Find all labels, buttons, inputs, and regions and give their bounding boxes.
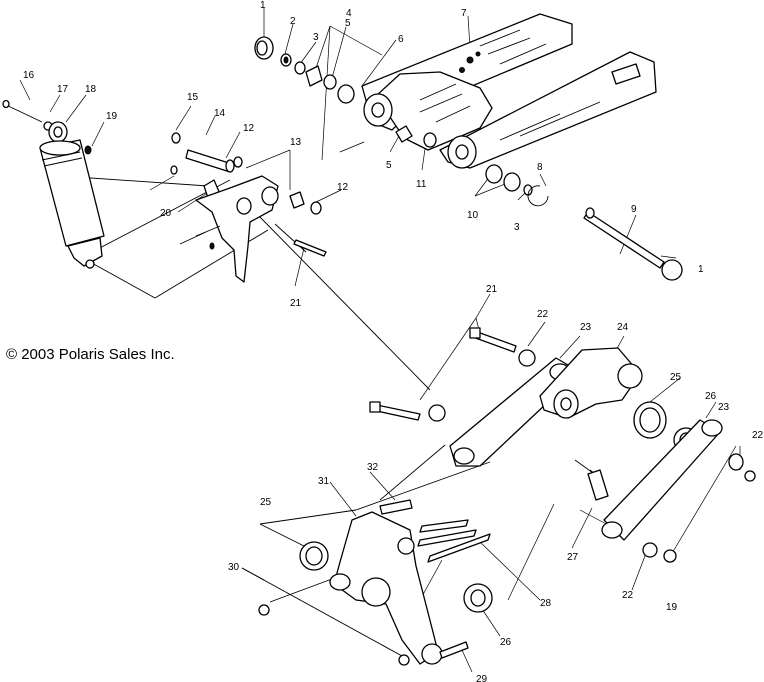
- callout-19-left: 19: [106, 111, 118, 122]
- callout-15: 15: [187, 92, 199, 103]
- callout-12-mid: 12: [337, 182, 349, 193]
- callout-12-top: 12: [243, 123, 255, 134]
- callout-16: 16: [23, 70, 35, 81]
- callout-26-lower: 26: [500, 637, 512, 648]
- callout-1-right: 1: [698, 264, 704, 275]
- callout-30: 30: [228, 562, 240, 573]
- callout-23-top: 23: [580, 322, 592, 333]
- callout-3-top: 3: [313, 32, 319, 43]
- callout-4: 4: [346, 8, 352, 19]
- callout-31: 31: [318, 476, 330, 487]
- callout-22-right: 22: [752, 430, 764, 441]
- callout-22-top: 22: [537, 309, 549, 320]
- top-hardware: [254, 36, 355, 104]
- callout-1-top: 1: [260, 0, 266, 11]
- callout-8: 8: [537, 162, 543, 173]
- callout-20: 20: [160, 208, 172, 219]
- lower-bracket: [258, 499, 493, 666]
- callout-32: 32: [367, 462, 379, 473]
- callouts: 1 2 3 4 5 6 7 16 17 18 19 15 14 12 13 20…: [23, 0, 764, 682]
- callout-17: 17: [57, 84, 69, 95]
- callout-23-right: 23: [718, 402, 730, 413]
- callout-6: 6: [398, 34, 404, 45]
- rear-scissor: [369, 327, 756, 563]
- callout-28: 28: [540, 598, 552, 609]
- callout-5-mid: 5: [386, 160, 392, 171]
- callout-13: 13: [290, 137, 302, 148]
- callout-22-lower: 22: [622, 590, 634, 601]
- callout-9: 9: [631, 204, 637, 215]
- callout-7: 7: [461, 8, 467, 19]
- rear-shock: [2, 99, 105, 269]
- callout-24: 24: [617, 322, 629, 333]
- callout-14: 14: [214, 108, 226, 119]
- callout-25-right: 25: [670, 372, 682, 383]
- copyright-text: © 2003 Polaris Sales Inc.: [6, 346, 175, 363]
- swing-arm: [361, 13, 657, 169]
- callout-3-mid: 3: [514, 222, 520, 233]
- callout-18: 18: [85, 84, 97, 95]
- callout-21-mid: 21: [486, 284, 498, 295]
- callout-25-lower: 25: [260, 497, 272, 508]
- callout-19-lower: 19: [666, 602, 678, 613]
- callout-29: 29: [476, 674, 488, 682]
- callout-21-left: 21: [290, 298, 302, 309]
- callout-10: 10: [467, 210, 479, 221]
- callout-2: 2: [290, 16, 296, 27]
- callout-5-top: 5: [345, 18, 351, 29]
- pivot-hardware: [395, 125, 683, 281]
- callout-11: 11: [416, 179, 427, 190]
- callout-27: 27: [567, 552, 579, 563]
- front-bracket: [170, 132, 327, 283]
- callout-26-right: 26: [705, 391, 717, 402]
